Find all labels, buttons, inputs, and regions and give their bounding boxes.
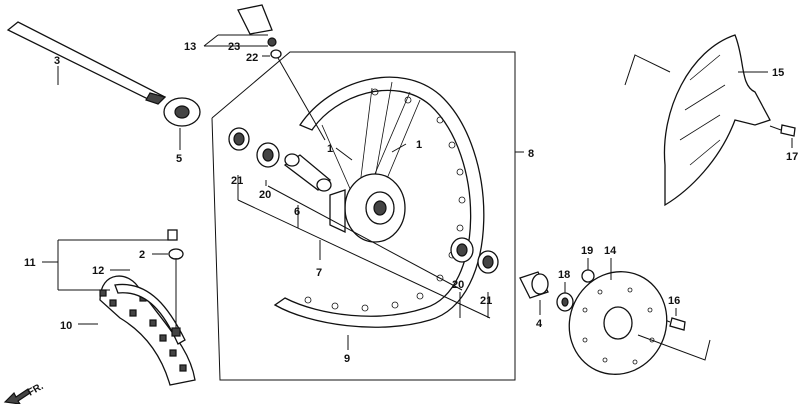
cover-reference-line: [624, 54, 671, 86]
callout-11: 11: [24, 257, 36, 269]
front-axle: [6, 21, 167, 105]
callout-20b: 20: [452, 279, 464, 291]
callout-18: 18: [558, 269, 570, 281]
callout-21b: 21: [480, 295, 492, 307]
callout-3: 3: [54, 55, 60, 67]
callout-8: 8: [528, 148, 534, 160]
callout-17: 17: [786, 151, 798, 163]
tube: [114, 283, 186, 345]
rim: [273, 76, 485, 328]
axle-nut: [163, 97, 201, 127]
callout-15: 15: [772, 67, 784, 79]
callout-1b: 1: [416, 139, 422, 151]
side-collar: [519, 271, 549, 299]
callout-19: 19: [581, 245, 593, 257]
callout-2: 2: [139, 249, 145, 261]
bearing-right: [450, 237, 474, 263]
callout-4: 4: [536, 318, 543, 330]
dust-seal-left: [228, 127, 250, 151]
direction-marker-label: FR.: [26, 381, 46, 399]
callout-21a: 21: [231, 175, 243, 187]
rim-lock: [167, 229, 184, 337]
callout-13: 13: [184, 41, 196, 53]
callout-labels: 1 1 2 3 4 5 6 7 8 9 10 11 12 13 14 15 16…: [24, 41, 798, 365]
callout-16: 16: [668, 295, 680, 307]
callout-12: 12: [92, 265, 104, 277]
callout-23: 23: [228, 41, 240, 53]
nut: [581, 269, 595, 283]
callout-22: 22: [246, 52, 258, 64]
distance-collar: [283, 153, 332, 192]
leader-lines: [42, 34, 793, 361]
callout-6: 6: [294, 206, 300, 218]
hub: [329, 173, 406, 243]
washer: [556, 292, 574, 312]
callout-5: 5: [176, 153, 182, 165]
wheel-assembly-outline: [211, 51, 516, 381]
callout-10: 10: [60, 320, 72, 332]
cover-bolt: [769, 124, 796, 137]
callout-20a: 20: [259, 189, 271, 201]
disc-bolt: [659, 317, 686, 331]
brake-disc: [568, 271, 668, 375]
callout-9: 9: [344, 353, 350, 365]
dust-seal-right: [477, 250, 499, 274]
disc-cover: [663, 34, 771, 207]
front-direction-marker: FR.: [3, 381, 46, 404]
callout-7: 7: [316, 267, 322, 279]
callout-14: 14: [604, 245, 617, 257]
callout-1a: 1: [327, 143, 333, 155]
valve-stem: [237, 4, 326, 141]
bearing-left: [256, 142, 280, 168]
